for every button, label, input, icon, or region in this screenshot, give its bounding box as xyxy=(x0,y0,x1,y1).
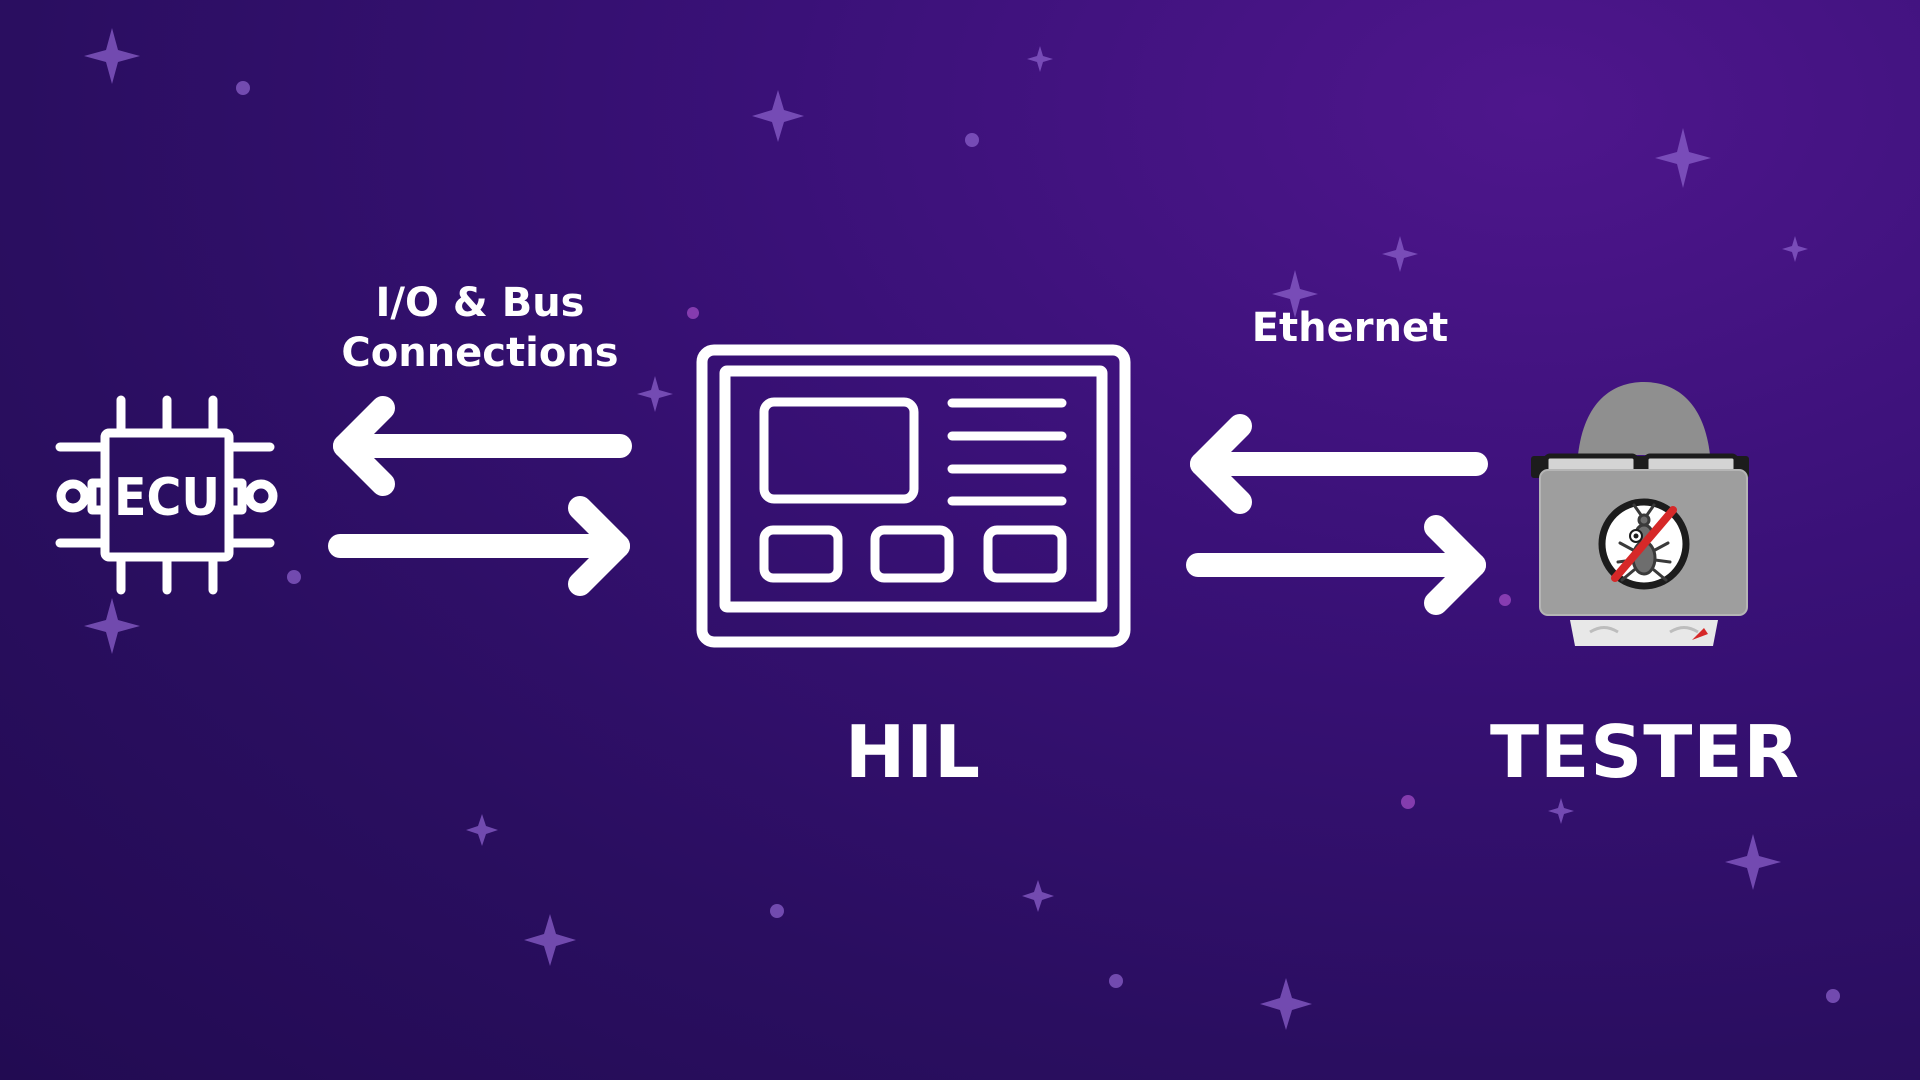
io-bus-label-line2: Connections xyxy=(341,330,619,376)
dot xyxy=(770,904,784,918)
dot xyxy=(236,81,250,95)
star xyxy=(84,28,140,84)
ecu-chip-text: ECU xyxy=(114,468,220,528)
star xyxy=(1272,270,1318,318)
hil-panel-icon xyxy=(696,344,1131,648)
io-bus-connections-label: I/O & Bus Connections xyxy=(330,278,630,378)
star xyxy=(466,814,498,846)
tester-robot-icon xyxy=(1531,382,1749,646)
io-bus-label-line1: I/O & Bus xyxy=(375,280,585,326)
star xyxy=(1655,128,1711,188)
star xyxy=(84,598,140,654)
star xyxy=(637,376,673,412)
robot-head xyxy=(1578,382,1710,455)
dot xyxy=(965,133,979,147)
arrow-right-to-tester xyxy=(1186,515,1486,615)
star xyxy=(1382,236,1418,272)
arrow-left-to-hil xyxy=(1190,414,1488,514)
star xyxy=(1260,978,1312,1030)
ethernet-arrows xyxy=(1186,414,1488,615)
background-stars xyxy=(84,28,1840,1030)
star xyxy=(1548,798,1574,824)
star xyxy=(524,914,576,966)
io-bus-arrows xyxy=(328,396,632,596)
prohibition-slash xyxy=(1611,506,1677,582)
star xyxy=(752,90,804,142)
dot xyxy=(1826,989,1840,1003)
ethernet-label: Ethernet xyxy=(1251,305,1449,351)
dot xyxy=(1401,795,1415,809)
star xyxy=(1725,834,1781,890)
dot xyxy=(1109,974,1123,988)
dot xyxy=(687,307,699,319)
star xyxy=(1027,46,1053,72)
dot xyxy=(1499,594,1511,606)
dot xyxy=(287,570,301,584)
ecu-chip-icon xyxy=(55,395,278,595)
star xyxy=(1022,880,1054,912)
star xyxy=(1782,236,1808,262)
arrow-left-to-ecu xyxy=(333,396,632,496)
tester-label: TESTER xyxy=(1490,710,1800,794)
arrow-right-to-hil xyxy=(328,496,630,596)
robot-body xyxy=(1570,620,1718,646)
hil-label: HIL xyxy=(845,710,981,794)
